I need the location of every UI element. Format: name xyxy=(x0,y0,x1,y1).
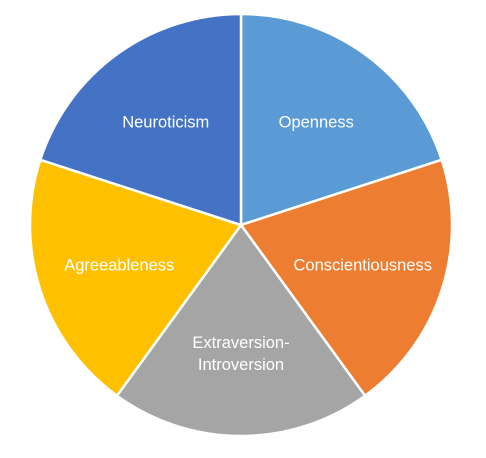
pie-label-line: Conscientiousness xyxy=(293,257,432,275)
pie-label-extraversion-introversion: Extraversion- Introversion xyxy=(192,334,289,374)
pie-label-conscientiousness: Conscientiousness xyxy=(293,257,432,275)
pie-label-agreeableness: Agreeableness xyxy=(64,257,174,275)
pie-label-neuroticism: Neuroticism xyxy=(122,113,209,131)
pie-slice-conscientiousness xyxy=(239,158,454,397)
pie-slice-neuroticism xyxy=(39,12,243,227)
pie-label-line: Introversion xyxy=(198,356,284,374)
pie-label-line: Extraversion- xyxy=(192,334,289,352)
pie-slice-agreeableness xyxy=(28,158,243,397)
pie-label-line: Agreeableness xyxy=(64,257,174,275)
pie-label-openness: Openness xyxy=(279,113,354,131)
pie-slices xyxy=(28,12,454,438)
pie-slice-extraversion-introversion xyxy=(115,223,367,438)
pie-slice-openness xyxy=(239,12,443,227)
pie-label-line: Openness xyxy=(279,113,354,131)
pie-label-line: Neuroticism xyxy=(122,113,209,131)
